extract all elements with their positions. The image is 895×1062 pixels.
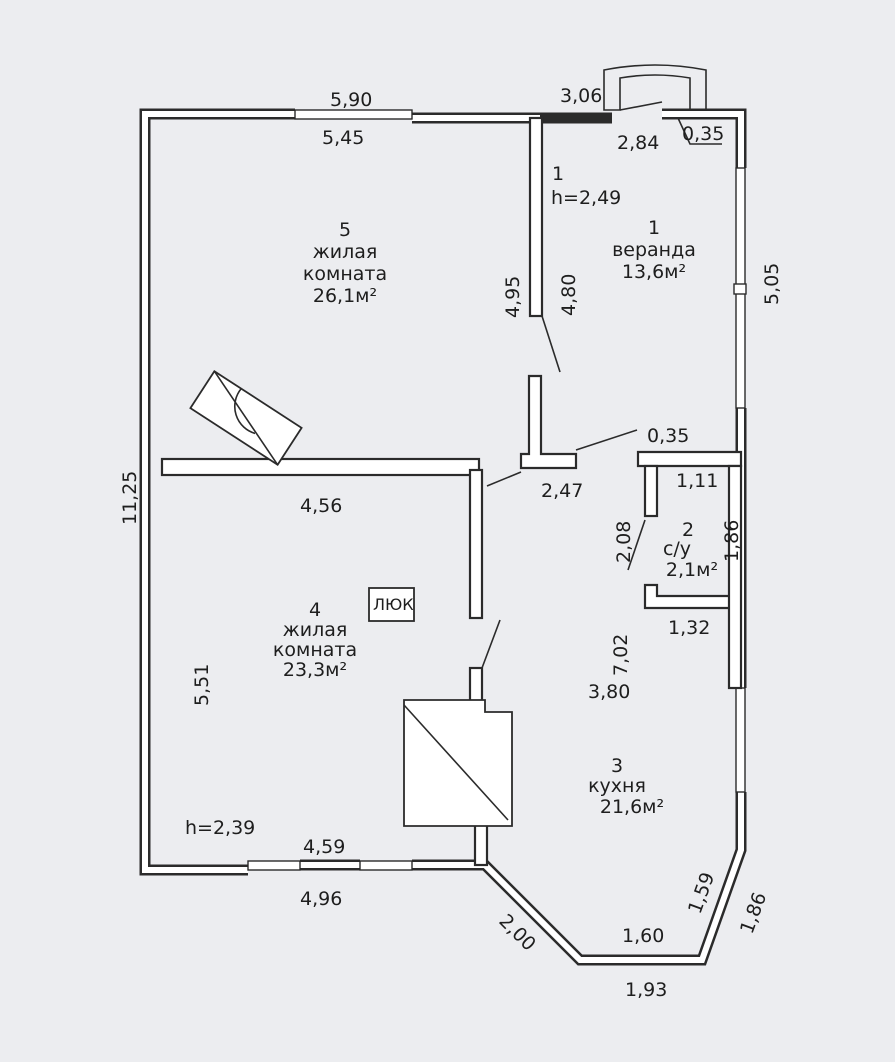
dim-porch-top: 3,06: [560, 85, 602, 107]
veranda-number: 1: [648, 217, 660, 239]
dim-partition-480: 4,80: [558, 274, 580, 316]
window-top: [294, 109, 413, 120]
doors: [481, 315, 646, 669]
dim-bay-160: 1,60: [622, 925, 664, 947]
veranda-height: h=2,49: [551, 187, 621, 209]
door-kitchen: [481, 619, 501, 669]
veranda-name: веранда: [612, 239, 696, 261]
dim-top-outer: 5,90: [330, 89, 372, 111]
hatch-icon: [368, 587, 415, 622]
bathroom-bottom-wall: [643, 583, 737, 610]
room5-area: 26,1м²: [313, 285, 377, 307]
dim-kitchen-380: 3,80: [588, 681, 630, 703]
dim-bottom-459: 4,59: [303, 836, 345, 858]
interior-walls: [160, 116, 743, 867]
partition-room4-right: [468, 468, 484, 620]
dim-wc-186: 1,86: [721, 520, 743, 562]
hatch-label: ЛЮК: [373, 595, 414, 614]
dim-left-1125: 11,25: [119, 471, 141, 525]
room5-number: 5: [339, 219, 351, 241]
wall-top-right-inner: [662, 111, 744, 168]
bathroom-number: 2: [682, 519, 694, 541]
bathroom-name: с/у: [663, 538, 691, 560]
wall-bay-inner: [412, 792, 744, 963]
dim-veranda-505: 5,05: [761, 263, 783, 305]
stove-icon: [189, 369, 303, 467]
room4-name1: жилая: [283, 619, 348, 641]
oven-icon: [403, 699, 513, 827]
veranda-area: 13,6м²: [622, 261, 686, 283]
door-hall: [575, 429, 638, 451]
window-bottom-right: [359, 860, 413, 871]
dim-porch-in: 2,84: [617, 132, 659, 154]
bathroom-top-wall: [636, 450, 743, 468]
partition-room5-veranda: [528, 116, 544, 318]
door-bathroom: [627, 519, 646, 571]
kitchen-name: кухня: [588, 775, 646, 797]
room4-area: 23,3м²: [283, 659, 347, 681]
porch-door-swing: [619, 101, 663, 111]
dim-bottom-496: 4,96: [300, 888, 342, 910]
partition-hall-l: [519, 374, 578, 470]
dim-top-inner: 5,45: [322, 127, 364, 149]
room4-number: 4: [309, 599, 321, 621]
dim-wc-035: 0,35: [647, 425, 689, 447]
veranda-h-index: 1: [552, 163, 564, 185]
dim-corner-035: 0,35: [682, 123, 724, 145]
kitchen-number: 3: [611, 755, 623, 777]
dim-wc-111: 1,11: [676, 470, 718, 492]
door-room4: [486, 471, 522, 487]
wall-top-left: [139, 108, 295, 876]
porch: [603, 64, 722, 145]
furniture: [189, 369, 513, 827]
window-right-bottom: [735, 687, 746, 793]
corner-detail: [677, 117, 722, 145]
kitchen-area: 21,6м²: [600, 796, 664, 818]
room5-name1: жилая: [313, 241, 378, 263]
exterior-walls: [139, 108, 747, 966]
porch-outline: [603, 64, 707, 111]
window-veranda-mark: [733, 283, 747, 295]
dim-wc-208: 2,08: [613, 521, 635, 563]
dim-bay-193: 1,93: [625, 979, 667, 1001]
partition-room5-room4: [160, 457, 481, 477]
dim-left-551: 5,51: [191, 664, 213, 706]
bathroom-left-wall: [643, 464, 659, 518]
dim-hall-247: 2,47: [541, 480, 583, 502]
dim-wc-132: 1,32: [668, 617, 710, 639]
dim-partition-495: 4,95: [502, 276, 524, 318]
kitchen-left-wall-bottom: [473, 821, 489, 867]
dim-bay-186: 1,86: [736, 889, 771, 936]
dim-wall-456: 4,56: [300, 495, 342, 517]
wall-top-left-inner: [142, 111, 295, 873]
room5-name2: комната: [303, 263, 387, 285]
room4-name2: комната: [273, 639, 357, 661]
window-bottom-left: [247, 860, 301, 871]
bathroom-area: 2,1м²: [666, 559, 718, 581]
dim-bay-159: 1,59: [684, 869, 719, 916]
bathroom-right-wall: [727, 464, 743, 690]
dim-kitchen-702: 7,02: [610, 634, 632, 676]
room4-height: h=2,39: [185, 817, 255, 839]
door-room5: [541, 315, 561, 373]
